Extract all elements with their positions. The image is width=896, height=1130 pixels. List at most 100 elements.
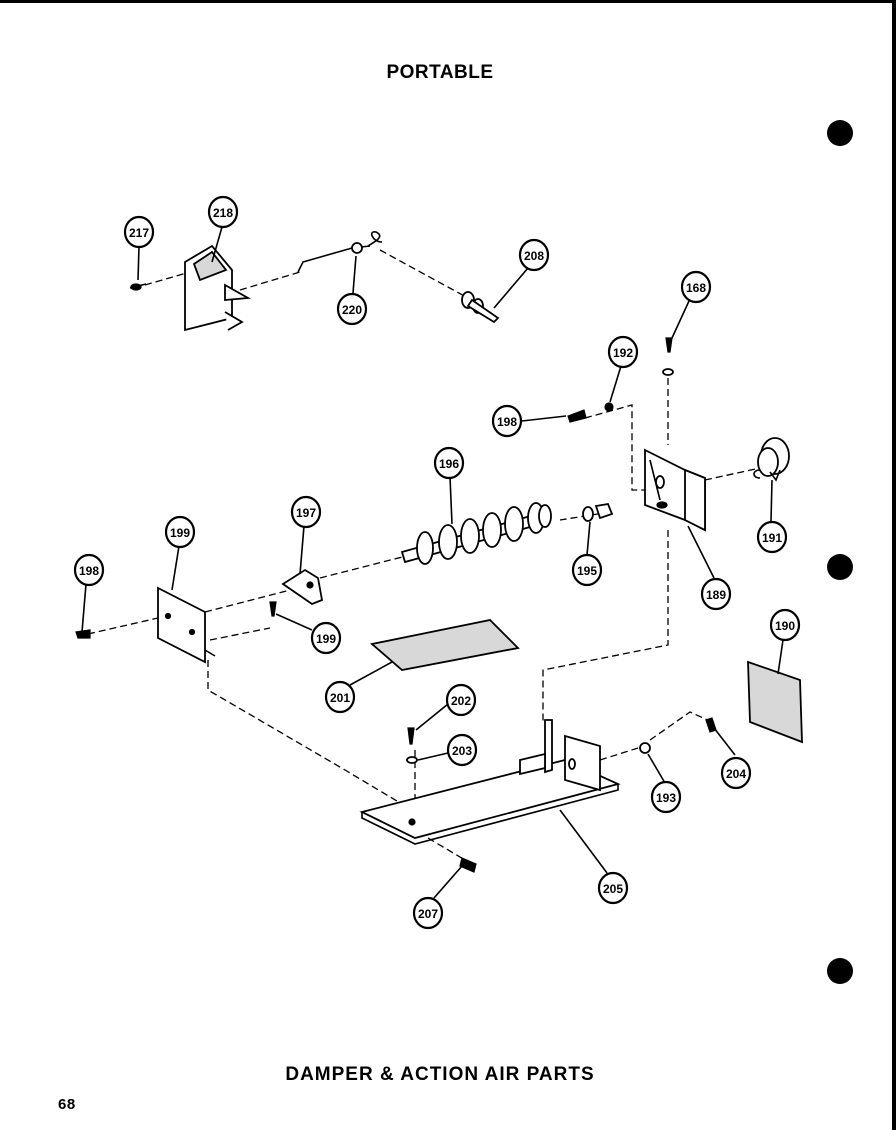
callout-168: 168	[680, 270, 712, 304]
callout-label: 193	[656, 791, 676, 805]
callout-circle	[597, 871, 629, 905]
callout-220: 220	[336, 292, 368, 326]
callout-label: 217	[129, 226, 149, 240]
callout-circle	[756, 520, 788, 554]
part-202-screw	[407, 727, 415, 745]
callout-193: 193	[650, 780, 682, 814]
callout-circle	[720, 756, 752, 790]
callout-circle	[290, 495, 322, 529]
page-number: 68	[58, 1096, 76, 1113]
callout-199a: 199	[164, 515, 196, 549]
part-199-bracket-plate	[157, 586, 216, 664]
part-189-bracket	[644, 448, 706, 532]
part-168-screw	[665, 337, 673, 353]
callout-label: 198	[79, 564, 99, 578]
callout-circle	[73, 553, 105, 587]
callout-leader-lines	[81, 226, 784, 899]
part-217-screw	[129, 283, 147, 291]
callout-circle	[680, 270, 712, 304]
callout-circle	[433, 446, 465, 480]
callout-circle	[336, 292, 368, 326]
callout-circle	[769, 608, 801, 642]
callout-circle	[310, 621, 342, 655]
callout-199b: 199	[310, 621, 342, 655]
callout-197: 197	[290, 495, 322, 529]
binder-hole-icon	[827, 958, 853, 984]
callout-191: 191	[756, 520, 788, 554]
callout-label: 168	[686, 281, 706, 295]
callout-label: 204	[726, 767, 746, 781]
callout-circle	[607, 335, 639, 369]
callout-circle	[571, 553, 603, 587]
part-191-motor	[753, 437, 790, 482]
callout-circle	[123, 215, 155, 249]
callout-label: 201	[330, 691, 350, 705]
callout-label: 195	[577, 564, 597, 578]
callout-label: 207	[418, 907, 438, 921]
part-195-bushing	[582, 502, 614, 522]
diagram-caption: DAMPER & ACTION AIR PARTS	[285, 1064, 595, 1085]
part-199-screw	[269, 601, 277, 617]
callout-label: 220	[342, 303, 362, 317]
part-198-screw-upper	[567, 409, 587, 423]
part-193-nut	[639, 742, 651, 754]
callout-circle	[412, 896, 444, 930]
part-205-base-plate	[359, 719, 621, 845]
callout-204: 204	[720, 756, 752, 790]
part-220-damper-rod	[297, 231, 383, 273]
callout-189: 189	[700, 577, 732, 611]
part-203-washer	[406, 756, 418, 764]
callout-label: 202	[451, 694, 471, 708]
callout-label: 189	[706, 588, 726, 602]
part-192-nut	[604, 368, 674, 412]
part-196-fan-wheel	[400, 502, 552, 565]
callout-label: 208	[524, 249, 544, 263]
callout-198b: 198	[73, 553, 105, 587]
binder-hole-icon	[827, 554, 853, 580]
callout-217: 217	[123, 215, 155, 249]
callout-label: 196	[439, 457, 459, 471]
callout-190: 190	[769, 608, 801, 642]
callout-label: 199	[170, 526, 190, 540]
callout-circle	[650, 780, 682, 814]
callout-circle	[446, 733, 478, 767]
callout-label: 203	[452, 744, 472, 758]
callout-label: 197	[296, 506, 316, 520]
callout-circle	[700, 577, 732, 611]
callout-202: 202	[445, 683, 477, 717]
callout-207: 207	[412, 896, 444, 930]
callout-circle	[164, 515, 196, 549]
callout-label: 205	[603, 882, 623, 896]
callout-circle	[207, 195, 239, 229]
callout-circle	[324, 680, 356, 714]
part-218-damper-bracket	[184, 244, 251, 332]
part-197-bearing-bracket	[281, 568, 324, 606]
callout-205: 205	[597, 871, 629, 905]
callout-label: 192	[613, 346, 633, 360]
binder-hole-icon	[827, 120, 853, 146]
callout-195: 195	[571, 553, 603, 587]
part-198-screw-left	[75, 629, 91, 639]
callout-label: 190	[775, 619, 795, 633]
callout-192: 192	[607, 335, 639, 369]
callout-203: 203	[446, 733, 478, 767]
callout-circle	[491, 404, 523, 438]
callout-201: 201	[324, 680, 356, 714]
callout-218: 218	[207, 195, 239, 229]
callout-label: 191	[762, 531, 782, 545]
callout-label: 199	[316, 632, 336, 646]
callout-label: 198	[497, 415, 517, 429]
part-190-filter-pad	[747, 660, 803, 744]
part-208-knob-shaft	[461, 291, 500, 324]
callout-196: 196	[433, 446, 465, 480]
part-207-screw	[459, 857, 477, 873]
callout-circle	[518, 238, 550, 272]
part-201-filter-pad	[370, 619, 520, 671]
callout-198a: 198	[491, 404, 523, 438]
callout-circle	[445, 683, 477, 717]
callout-208: 208	[518, 238, 550, 272]
callout-balloons: 217 218 220 208 168 192 198 196 197 199 198 195 191 1…	[73, 195, 801, 930]
callout-label: 218	[213, 206, 233, 220]
